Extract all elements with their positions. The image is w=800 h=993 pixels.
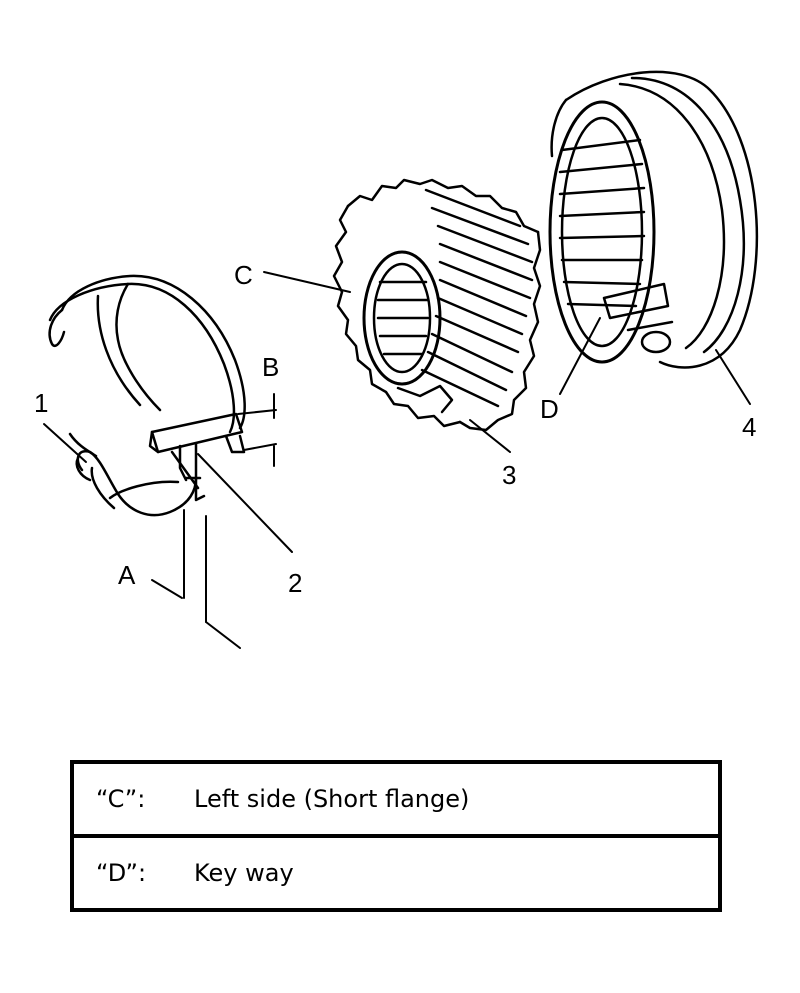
legend-cell: “D”: Key way [70, 834, 722, 912]
callout-2: 2 [288, 568, 302, 598]
part-3-sleeve-hub [332, 178, 542, 432]
callout-4: 4 [742, 412, 756, 442]
callout-b: B [262, 352, 279, 382]
legend-row: “C”: Left side (Short flange) [70, 760, 722, 838]
part-1-spring-ring [48, 274, 246, 517]
leader-lines [43, 271, 751, 553]
part-4-synchronizer-ring [548, 70, 759, 369]
legend-key: “D”: [96, 859, 147, 887]
callout-1: 1 [34, 388, 48, 418]
legend-key: “C”: [96, 785, 146, 813]
exploded-view-diagram: 1 2 3 4 A B C D [34, 70, 759, 649]
callout-a: A [118, 560, 136, 590]
part-2-key-block [148, 412, 246, 502]
dimension-lines [151, 393, 277, 649]
legend-description: Left side (Short flange) [194, 785, 470, 813]
legend-row: “D”: Key way [70, 834, 722, 912]
callout-d: D [540, 394, 559, 424]
legend-cell: “C”: Left side (Short flange) [70, 760, 722, 838]
legend-description: Key way [194, 859, 294, 887]
callout-c: C [234, 260, 253, 290]
callout-3: 3 [502, 460, 516, 490]
legend-table: “C”: Left side (Short flange) “D”: Key w… [70, 760, 722, 912]
